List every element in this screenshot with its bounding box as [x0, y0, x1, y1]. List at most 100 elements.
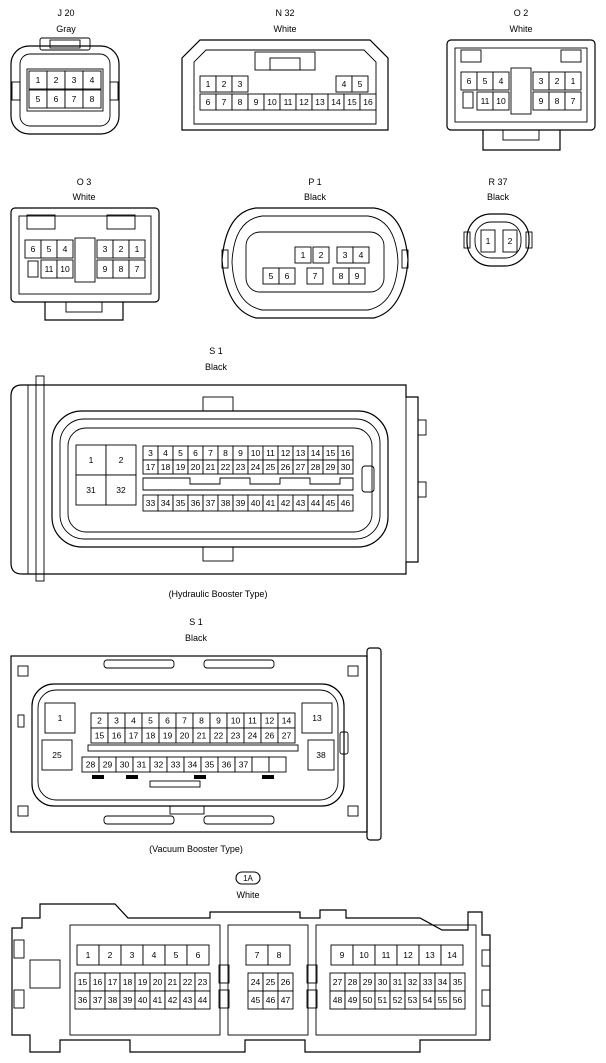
pin: 45: [326, 498, 336, 508]
pin: 2: [319, 250, 324, 260]
pin: 35: [205, 760, 215, 770]
pin: 32: [408, 977, 418, 987]
pin: 43: [183, 995, 193, 1005]
pin: 12: [299, 97, 309, 107]
pin: 37: [239, 760, 249, 770]
pin: 11: [45, 264, 54, 274]
pin: 30: [378, 977, 388, 987]
pin: 44: [311, 498, 321, 508]
pin: 20: [180, 731, 190, 741]
pin: 30: [120, 760, 130, 770]
pin: 29: [326, 462, 336, 472]
pin: 8: [238, 97, 243, 107]
pin: 40: [251, 498, 261, 508]
pin: 11: [382, 950, 391, 960]
pin: 23: [198, 977, 208, 987]
pin: 19: [138, 977, 148, 987]
pin: 14: [282, 716, 292, 726]
pin: 10: [496, 96, 506, 106]
pin: 16: [363, 97, 373, 107]
connector-1a-badge: [235, 871, 261, 885]
pin: 17: [129, 731, 139, 741]
pin: 7: [72, 94, 77, 104]
pin: 7: [313, 271, 318, 281]
pin: 26: [265, 731, 275, 741]
pin: 38: [316, 750, 326, 760]
pin: 23: [236, 462, 246, 472]
pin: 50: [363, 995, 373, 1005]
pin: 4: [163, 448, 168, 458]
pin: 36: [78, 995, 88, 1005]
connector-j20-color: Gray: [56, 24, 76, 34]
pin: 9: [340, 950, 345, 960]
pin: 26: [281, 462, 291, 472]
pin: 1: [89, 455, 94, 465]
pin: 30: [341, 462, 351, 472]
pin: 10: [359, 950, 369, 960]
connector-n32-name: N 32: [275, 8, 294, 18]
pin: 41: [266, 498, 276, 508]
pin: 16: [341, 448, 351, 458]
pin: 7: [135, 264, 140, 274]
pin: 3: [114, 716, 119, 726]
connector-j20: J 20 Gray 1 2 3 4 5 6 7 8: [10, 8, 120, 135]
pin: 24: [251, 462, 261, 472]
connector-s1-vacuum-pins: 1 13 25 38 2 3 4 5 6 7 8 9 10 11 12 14 1…: [41, 702, 335, 788]
connector-1a-housing: [11, 903, 491, 1053]
pin: 11: [248, 716, 257, 726]
pin: 2: [119, 244, 124, 254]
pin: 2: [119, 455, 124, 465]
pin: 6: [31, 244, 36, 254]
connector-o3: O 3 White 6 5 4 3 2 1 11 10 9 8 7: [10, 177, 160, 321]
pin: 18: [161, 462, 171, 472]
connector-n32-pins: 1 2 3 4 5 6 7 8 9 10 11 12 13 14 15 16: [199, 75, 377, 111]
connector-s1-hydraulic-pins: 1 2 31 32 3 4 5 6 7 8 9 10 11 12 13 14 1…: [75, 444, 354, 512]
pin: 33: [146, 498, 156, 508]
pin: 4: [152, 950, 157, 960]
pin: 8: [339, 271, 344, 281]
pin: 12: [265, 716, 275, 726]
connector-r37-pins: 1 2: [480, 229, 518, 253]
connector-n32-latch: [254, 51, 316, 71]
connector-s1-hydraulic: S 1 Black 1 2 31 32 3 4 5 6 7 8 9 10 11 …: [10, 346, 427, 599]
connector-s1-vacuum-name: S 1: [189, 617, 203, 627]
pin: 20: [153, 977, 163, 987]
connector-r37-housing: [466, 213, 530, 267]
pin: 6: [206, 97, 211, 107]
pin: 15: [78, 977, 88, 987]
pin: 19: [163, 731, 173, 741]
pin: 9: [539, 96, 544, 106]
pin: 3: [238, 79, 243, 89]
pin: 7: [208, 448, 213, 458]
pin: 21: [206, 462, 216, 472]
pin: 22: [221, 462, 231, 472]
pin: 15: [95, 731, 105, 741]
pin: 40: [138, 995, 148, 1005]
pin: 31: [137, 760, 147, 770]
pin: 2: [108, 950, 113, 960]
connector-j20-latch: [39, 37, 91, 51]
pin: 4: [359, 250, 364, 260]
pin: 51: [378, 995, 388, 1005]
connector-s1-hydraulic-name: S 1: [209, 346, 223, 356]
pin: 14: [447, 950, 457, 960]
connector-p1-color: Black: [304, 192, 327, 202]
pin: 1: [206, 79, 211, 89]
pin: 7: [182, 716, 187, 726]
connector-o2-key: [510, 67, 532, 115]
connector-r37-name: R 37: [488, 177, 507, 187]
connector-1a-color: White: [236, 890, 259, 900]
pin: 21: [168, 977, 178, 987]
pin: 31: [393, 977, 403, 987]
pin: 37: [206, 498, 216, 508]
pin: 1: [86, 950, 91, 960]
pin: 5: [358, 79, 363, 89]
pin: 11: [266, 448, 275, 458]
connector-s1-vacuum: S 1 Black 1 13 25 38 2 3 4 5 6 7 8 9 1: [10, 617, 382, 854]
pin: 5: [178, 448, 183, 458]
connector-p1-housing: [221, 207, 409, 319]
connector-r37: R 37 Black 1 2: [463, 177, 533, 267]
connector-1a: 1A White 1 2 3 4 5 6 7 8 9 10 11 12 13 1…: [11, 871, 491, 1053]
pin: 42: [168, 995, 178, 1005]
pin: 4: [90, 75, 95, 85]
